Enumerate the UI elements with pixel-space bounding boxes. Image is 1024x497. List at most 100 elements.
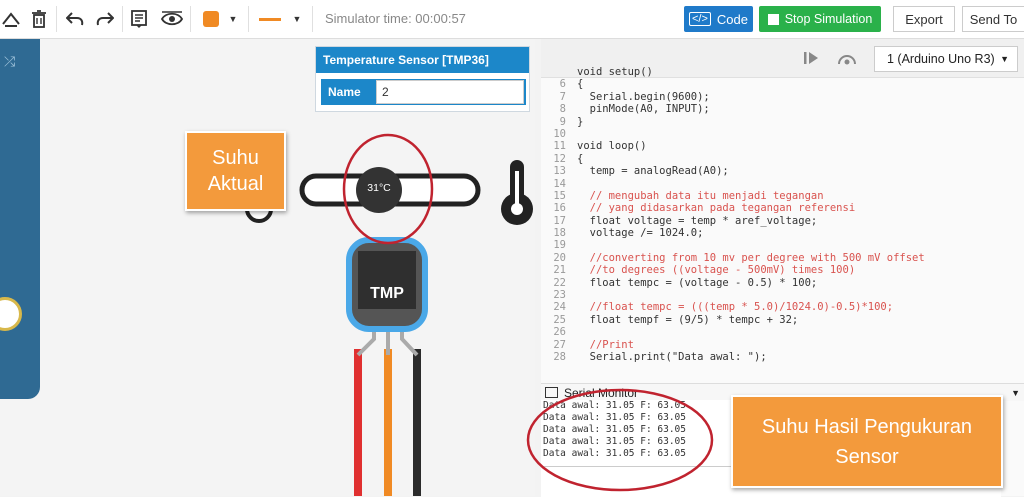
redo-icon[interactable] [94, 7, 116, 31]
code-text: float tempc = (voltage - 0.5) * 100; [577, 276, 818, 289]
step-play-icon[interactable] [803, 51, 819, 70]
code-line[interactable]: 17 float voltage = temp * aref_voltage; [541, 215, 1024, 227]
line-number: 19 [553, 239, 566, 252]
code-text: void setup() [577, 66, 653, 78]
code-line[interactable]: 12 { [541, 153, 1024, 165]
code-text: //converting from 10 mv per degree with … [577, 251, 925, 264]
code-button-label: Code [716, 11, 748, 27]
code-line[interactable]: 28 Serial.print("Data awal: "); [541, 351, 1024, 363]
code-line[interactable]: 6{ [541, 78, 1024, 90]
board-mounting-hole [0, 297, 22, 331]
annotation-sensor-measurement: Suhu Hasil Pengukuran Sensor [731, 395, 1003, 488]
board-selector[interactable]: 1 (Arduino Uno R3) ▼ [874, 46, 1018, 72]
tmp-component-label: TMP [370, 285, 404, 302]
line-number: 9 [559, 115, 566, 128]
code-text: { [577, 152, 584, 165]
fill-color-swatch [202, 11, 219, 27]
code-icon: </> [689, 12, 711, 26]
line-number: 10 [553, 127, 566, 140]
serial-output-line: Data awal: 31.05 F: 63.05 [543, 448, 686, 459]
code-line[interactable]: 20 //converting from 10 mv per degree wi… [541, 252, 1024, 264]
line-number: 7 [559, 90, 566, 103]
code-line[interactable]: 8 pinMode(A0, INPUT); [541, 103, 1024, 115]
line-number: 11 [553, 140, 566, 153]
line-number: 14 [553, 177, 566, 190]
code-lines[interactable]: void setup()6{7 Serial.begin(9600);8 pin… [541, 66, 1024, 384]
chevron-down-icon[interactable]: ▼ [1011, 387, 1020, 398]
line-number: 12 [553, 152, 566, 165]
visibility-icon[interactable] [160, 7, 184, 31]
code-line[interactable]: 18 voltage /= 1024.0; [541, 227, 1024, 239]
toolbar: ▼ ▼ Simulator time: 00:00:57 </> Code St… [0, 0, 1024, 39]
debugger-icon[interactable] [837, 50, 857, 71]
line-number: 25 [553, 313, 566, 326]
simulator-time: Simulator time: 00:00:57 [325, 11, 466, 26]
chevron-down-icon: ▼ [1000, 54, 1009, 64]
code-line[interactable]: 23 [541, 289, 1024, 301]
name-input[interactable]: 2 [376, 80, 524, 104]
annotation-actual-temperature: Suhu Aktual [185, 131, 286, 211]
serial-output-line: Data awal: 31.05 F: 63.05 [543, 412, 686, 423]
line-number: 13 [553, 165, 566, 178]
delete-icon[interactable] [28, 7, 50, 31]
undo-icon[interactable] [64, 7, 86, 31]
line-number: 15 [553, 189, 566, 202]
export-button[interactable]: Export [893, 6, 955, 32]
fill-color-picker[interactable]: ▼ [198, 7, 242, 31]
code-button[interactable]: </> Code [684, 6, 753, 32]
code-line[interactable]: 25 float tempf = (9/5) * tempc + 32; [541, 314, 1024, 326]
code-line[interactable]: 9} [541, 116, 1024, 128]
wire-red[interactable] [354, 349, 362, 496]
code-line[interactable]: 16 // yang didasarkan pada tegangan refe… [541, 202, 1024, 214]
code-text: } [577, 115, 584, 128]
line-number: 18 [553, 227, 566, 240]
line-number: 26 [553, 326, 566, 339]
serial-monitor-title: Serial Monitor [564, 385, 639, 400]
code-line[interactable]: 21 //to degrees ((voltage - 500mV) times… [541, 264, 1024, 276]
rotate-icon[interactable] [0, 7, 22, 31]
line-number: 23 [553, 289, 566, 302]
code-text: //to degrees ((voltage - 500mV) times 10… [577, 264, 856, 277]
code-line[interactable]: 24 //float tempc = (((temp * 5.0)/1024.0… [541, 301, 1024, 313]
workspace-canvas[interactable]: 31°C TMP [0, 39, 535, 496]
line-number: 22 [553, 276, 566, 289]
code-text: temp = analogRead(A0); [577, 165, 729, 178]
code-line[interactable]: 15 // mengubah data itu menjadi tegangan [541, 190, 1024, 202]
code-text: void loop() [577, 140, 647, 153]
code-line[interactable]: 13 temp = analogRead(A0); [541, 165, 1024, 177]
code-text: float tempf = (9/5) * tempc + 32; [577, 313, 799, 326]
line-number: 20 [553, 251, 566, 264]
code-line[interactable]: 7 Serial.begin(9600); [541, 91, 1024, 103]
serial-monitor-icon [545, 387, 558, 398]
code-line[interactable]: 19 [541, 239, 1024, 251]
component-properties-panel: Temperature Sensor [TMP36] Name 2 [315, 46, 530, 112]
temperature-reading: 31°C [367, 182, 391, 194]
code-line[interactable]: 22 float tempc = (voltage - 0.5) * 100; [541, 277, 1024, 289]
code-line[interactable]: void setup() [541, 66, 1024, 78]
code-line[interactable]: 27 //Print [541, 339, 1024, 351]
wire-black[interactable] [413, 349, 421, 496]
line-number: 8 [559, 103, 566, 116]
line-style-picker[interactable]: ▼ [256, 7, 304, 31]
thermometer-icon [501, 160, 533, 225]
notes-icon[interactable] [128, 7, 150, 31]
temperature-slider-knob[interactable] [356, 167, 402, 213]
line-number: 27 [553, 338, 566, 351]
code-line[interactable]: 10 [541, 128, 1024, 140]
stop-simulation-button[interactable]: Stop Simulation [759, 6, 881, 32]
code-text: voltage /= 1024.0; [577, 227, 704, 240]
line-number: 28 [553, 350, 566, 363]
wire-orange[interactable] [384, 349, 392, 496]
code-line[interactable]: 14 [541, 178, 1024, 190]
code-text: // mengubah data itu menjadi tegangan [577, 189, 824, 202]
code-text: //float tempc = (((temp * 5.0)/1024.0)-0… [577, 301, 894, 314]
fit-view-icon[interactable]: ⤮ [4, 53, 16, 69]
send-to-button[interactable]: Send To [962, 6, 1024, 32]
code-line[interactable]: 11 void loop() [541, 140, 1024, 152]
chevron-down-icon: ▼ [228, 14, 238, 24]
arduino-board[interactable]: ⤮ [0, 39, 40, 399]
code-line[interactable]: 26 [541, 326, 1024, 338]
line-number: 21 [553, 264, 566, 277]
code-text: pinMode(A0, INPUT); [577, 103, 710, 116]
